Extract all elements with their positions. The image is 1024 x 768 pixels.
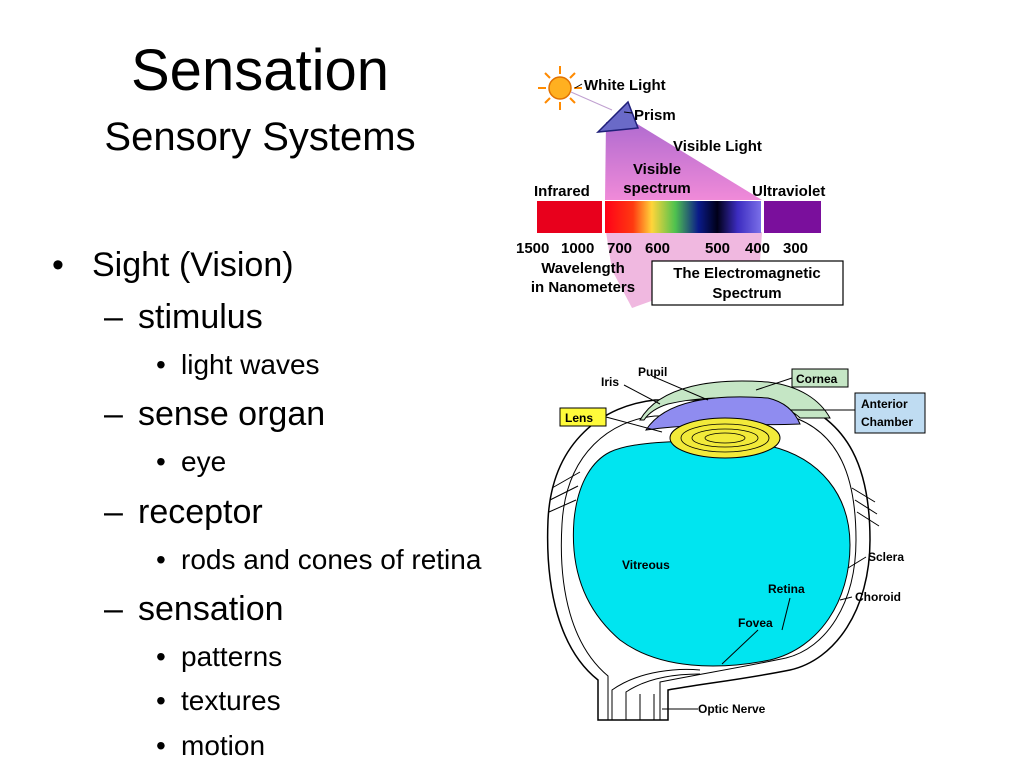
visible-spectrum-bar: [605, 201, 761, 233]
label-prism: Prism: [634, 107, 676, 124]
light-beam: [605, 122, 762, 200]
label-visible-2: spectrum: [623, 180, 691, 197]
label-anterior-2: Chamber: [861, 415, 913, 429]
bullet-text: rods and cones of retina: [181, 544, 482, 575]
bullet-text: sense organ: [138, 395, 326, 433]
optic-nerve-shape: [611, 668, 701, 720]
bullet-marker: •: [156, 641, 166, 672]
lens-shape: [669, 417, 781, 459]
bullet-patterns: • patterns: [156, 641, 282, 673]
bullet-text: receptor: [138, 493, 263, 531]
label-white-light: White Light: [584, 77, 666, 94]
axis-label-1: Wavelength: [541, 260, 625, 277]
label-ultraviolet: Ultraviolet: [752, 183, 825, 200]
bullet-text: motion: [181, 730, 266, 761]
bullet-rods-cones: • rods and cones of retina: [156, 544, 481, 576]
bullet-marker: –: [104, 590, 123, 628]
bullet-marker: –: [104, 493, 123, 531]
bullet-motion: • motion: [156, 730, 265, 762]
bullet-textures: • textures: [156, 685, 281, 717]
eye-muscle-right: [851, 487, 880, 527]
bullet-marker: •: [156, 446, 166, 477]
bullet-text: eye: [181, 446, 227, 477]
label-optic-nerve: Optic Nerve: [698, 702, 766, 716]
bullet-marker: •: [156, 349, 166, 380]
label-infrared: Infrared: [534, 183, 590, 200]
anterior-label-box: [854, 392, 926, 434]
bullet-marker: –: [104, 298, 123, 336]
sun-icon: [538, 66, 582, 110]
label-vitreous: Vitreous: [622, 558, 670, 572]
label-choroid: Choroid: [855, 590, 901, 604]
tick-700: 700: [607, 240, 632, 257]
tick-400: 400: [745, 240, 770, 257]
label-retina: Retina: [768, 582, 805, 596]
label-lens: Lens: [565, 411, 593, 425]
slide-title: Sensation: [131, 38, 389, 103]
bullet-sense-organ: –sense organ: [104, 395, 325, 434]
bullet-text: stimulus: [138, 298, 263, 336]
tick-500: 500: [705, 240, 730, 257]
bullet-text: light waves: [181, 349, 320, 380]
bullet-light-waves: • light waves: [156, 349, 320, 381]
label-visible-light: Visible Light: [673, 138, 762, 155]
label-iris: Iris: [601, 375, 619, 389]
bullet-eye: • eye: [156, 446, 226, 478]
bullet-sensation: –sensation: [104, 590, 284, 629]
tick-1000: 1000: [561, 240, 594, 257]
bullet-text: sensation: [138, 590, 284, 628]
label-cornea: Cornea: [796, 372, 838, 386]
bullet-marker: •: [52, 246, 64, 284]
bullet-receptor: –receptor: [104, 493, 263, 532]
axis-label-2: in Nanometers: [531, 279, 635, 296]
label-anterior-1: Anterior: [861, 397, 908, 411]
tick-1500: 1500: [516, 240, 549, 257]
slide-subtitle: Sensory Systems: [104, 115, 416, 159]
tick-300: 300: [783, 240, 808, 257]
caption-box: [651, 260, 844, 306]
label-visible-1: Visible: [633, 161, 681, 178]
caption-line-1: The Electromagnetic: [673, 265, 821, 282]
label-sclera: Sclera: [868, 550, 904, 564]
vitreous-body: [572, 440, 851, 667]
caption-line-2: Spectrum: [712, 285, 781, 302]
eye-muscle-left: [548, 471, 581, 513]
infrared-bar: [537, 201, 602, 233]
tick-600: 600: [645, 240, 670, 257]
bullet-marker: •: [156, 544, 166, 575]
prism-icon: [595, 100, 640, 133]
bullet-marker: •: [156, 730, 166, 761]
bullet-marker: •: [156, 685, 166, 716]
bullet-stimulus: –stimulus: [104, 298, 263, 337]
bullet-marker: –: [104, 395, 123, 433]
ultraviolet-bar: [764, 201, 821, 233]
bullet-sight: • Sight (Vision): [52, 246, 294, 285]
label-fovea: Fovea: [738, 616, 773, 630]
bullet-text: Sight (Vision): [92, 246, 294, 284]
label-pupil: Pupil: [638, 365, 667, 379]
bullet-text: textures: [181, 685, 281, 716]
bullet-text: patterns: [181, 641, 283, 672]
